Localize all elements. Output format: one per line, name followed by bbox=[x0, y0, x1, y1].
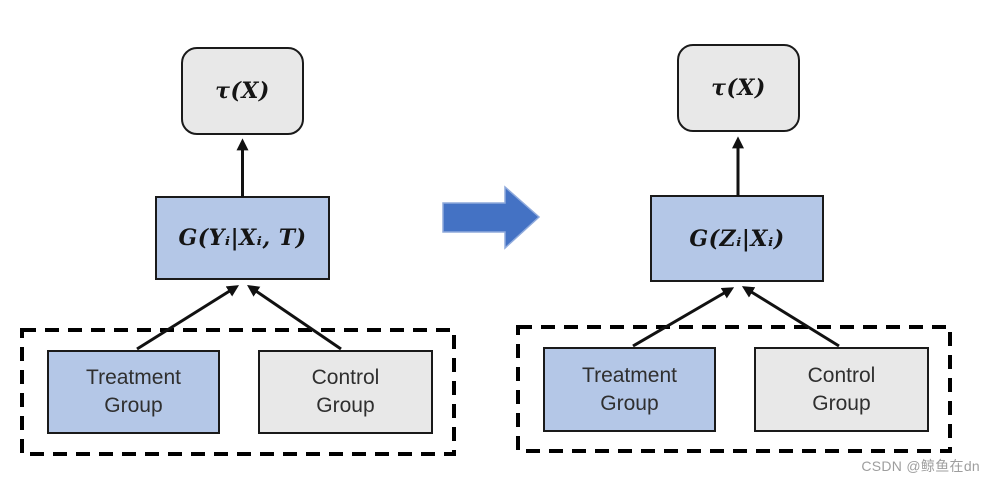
left-output-node: τ(X) bbox=[181, 47, 304, 135]
right-output-node: τ(X) bbox=[677, 44, 800, 132]
right-control-group-box: Control Group bbox=[754, 347, 929, 432]
right-treatment-to-generator-arrow bbox=[632, 287, 735, 348]
left-generator-node: G(Yᵢ|Xᵢ, T) bbox=[155, 196, 330, 280]
left-control-to-generator-arrow bbox=[247, 284, 342, 351]
right-treatment-group-box: Treatment Group bbox=[543, 347, 716, 432]
transform-right-arrow-icon bbox=[442, 185, 541, 250]
left-treatment-group-box: Treatment Group bbox=[47, 350, 220, 434]
right-control-to-generator-arrow bbox=[741, 286, 840, 348]
left-treatment-to-generator-arrow bbox=[136, 285, 240, 351]
left-control-group-box: Control Group bbox=[258, 350, 433, 434]
right-generator-node: G(Zᵢ|Xᵢ) bbox=[650, 195, 824, 282]
watermark: CSDN @鲸鱼在dn bbox=[861, 458, 980, 474]
